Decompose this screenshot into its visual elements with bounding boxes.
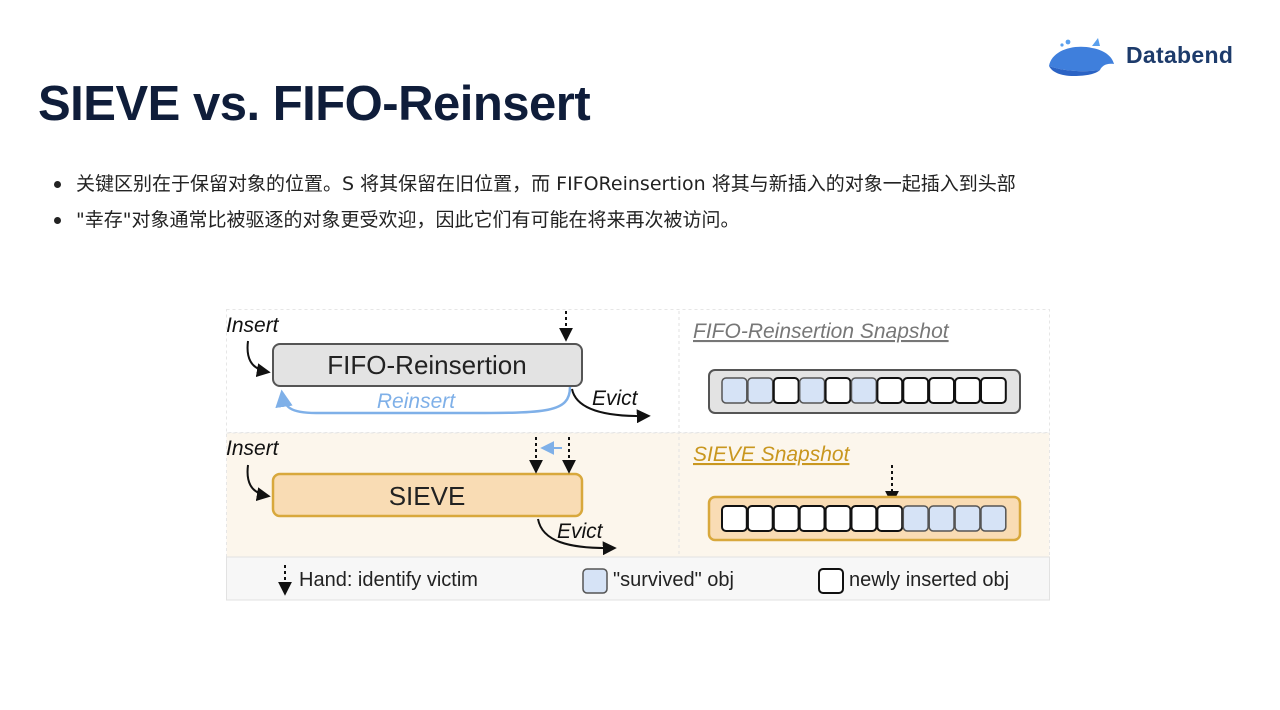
sieve-insert-arrow [246,464,271,502]
bullet-list: 关键区别在于保留对象的位置。S 将其保留在旧位置，而 FIFOReinserti… [52,166,1232,238]
survived-cell [928,505,955,532]
fifo-insert-label: Insert [226,314,280,337]
new-cell [928,377,956,404]
new-cell [980,377,1007,404]
new-cell [721,505,748,532]
fifo-snapshot-cells [721,377,1007,404]
legend-survived-label: "survived" obj [613,569,734,591]
survived-cell [902,505,929,532]
legend-hand-label: Hand: identify victim [299,569,478,591]
survived-cell [980,505,1007,532]
whale-icon [1049,38,1114,76]
fifo-queue-label: FIFO-Reinsertion [327,350,526,380]
new-cell [850,505,878,532]
sieve-evict-arrow [537,518,617,556]
slide-title: SIEVE vs. FIFO-Reinsert [38,77,591,131]
new-cell [902,377,930,404]
reinsert-arrow [275,386,572,415]
legend-new-swatch [818,568,844,594]
fifo-snapshot-title: FIFO-Reinsertion Snapshot [693,320,950,343]
fifo-evict-arrow [571,388,651,424]
new-cell [772,505,800,532]
sieve-insert-label: Insert [226,437,280,460]
fifo-insert-arrow [246,340,271,378]
bullet-item: 关键区别在于保留对象的位置。S 将其保留在旧位置，而 FIFOReinserti… [52,166,1232,202]
fifo-queue-box [272,343,583,387]
databend-logo: Databend [1046,36,1256,80]
legend-new-label: newly inserted obj [849,569,1009,591]
new-cell [824,505,852,532]
new-cell [746,505,774,532]
survived-cell [747,377,774,404]
sieve-snapshot-cells [721,505,1007,532]
sieve-queue-label: SIEVE [389,481,466,511]
new-cell [876,505,904,532]
bullet-item: "幸存"对象通常比被驱逐的对象更受欢迎，因此它们有可能在将来再次被访问。 [52,202,1232,238]
new-cell [772,377,800,404]
sieve-snapshot-title: SIEVE Snapshot [693,443,851,466]
survived-cell [721,377,748,404]
logo-text: Databend [1126,42,1234,68]
sieve-evict-label: Evict [557,520,604,543]
reinsert-label: Reinsert [377,390,456,413]
new-cell [798,505,826,532]
legend-survived-swatch [582,568,608,594]
survived-cell [954,505,981,532]
fifo-evict-label: Evict [592,387,639,410]
survived-cell [798,377,826,404]
survived-cell [850,377,878,404]
new-cell [824,377,852,404]
sieve-vs-fifo-diagram: Insert FIFO-Reinsertion Reinsert Evict F… [226,309,1050,601]
legend-panel [226,556,1050,601]
sieve-queue-box [271,472,584,518]
new-cell [876,377,904,404]
new-cell [954,377,981,404]
